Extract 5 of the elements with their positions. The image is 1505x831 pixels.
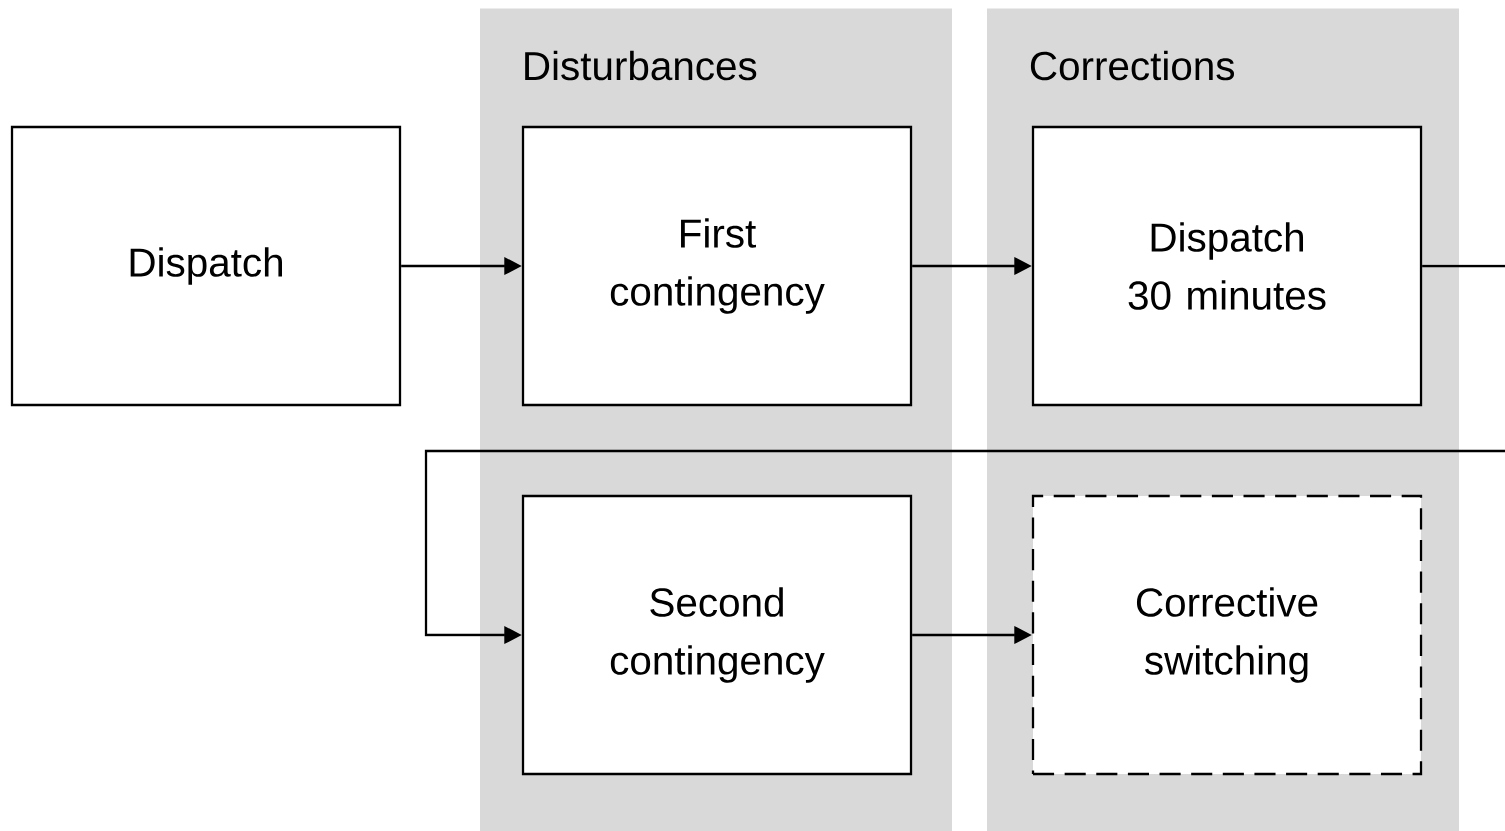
process-box: Dispatch 30 minutes — [1031, 125, 1423, 407]
process-box: Dispatch — [10, 125, 402, 407]
process-box: First contingency — [521, 125, 913, 407]
process-box: Second contingency — [521, 494, 913, 776]
process-box: Corrective switching — [1031, 494, 1423, 776]
